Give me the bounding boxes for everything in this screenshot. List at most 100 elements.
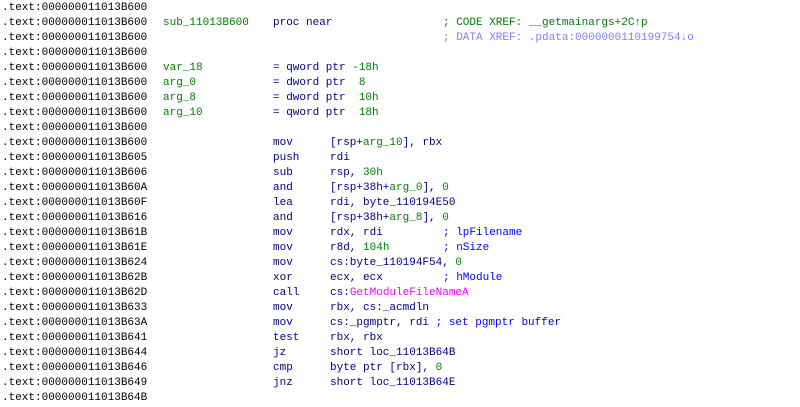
keyword-token: [rsp+38h+ bbox=[330, 212, 390, 224]
mnemonic: jz bbox=[273, 346, 286, 361]
address: .text:000000011013B633 bbox=[2, 302, 148, 314]
operands: rsp, 30h bbox=[330, 166, 383, 181]
mnemonic: mov bbox=[273, 256, 293, 271]
keyword-token: ecx, ecx bbox=[330, 272, 383, 284]
number-token: 18h bbox=[358, 107, 379, 119]
code-label[interactable]: sub_11013B600 bbox=[163, 17, 249, 29]
keyword-token: lea bbox=[273, 197, 293, 209]
address: .text:000000011013B600 bbox=[2, 32, 148, 44]
mnemonic: = qword ptr 18h bbox=[273, 106, 379, 121]
operands: ecx, ecx bbox=[330, 271, 383, 286]
keyword-token: r8d, bbox=[330, 242, 364, 254]
import-token[interactable]: GetModuleFileNameA bbox=[349, 287, 469, 299]
keyword-token[interactable]: short loc_11013B64E bbox=[330, 377, 456, 389]
address: .text:000000011013B649 bbox=[2, 377, 148, 389]
number-token: 30h bbox=[363, 167, 383, 179]
keyword-token: mov bbox=[273, 302, 293, 314]
keyword-token: = dword ptr bbox=[273, 77, 359, 89]
mnemonic: mov bbox=[273, 301, 293, 316]
keyword-token: = qword ptr bbox=[273, 62, 353, 74]
operands: rdi bbox=[330, 151, 350, 166]
number-token: 10h bbox=[358, 92, 379, 104]
var-token[interactable]: arg_8 bbox=[389, 212, 423, 224]
address: .text:000000011013B644 bbox=[2, 347, 148, 359]
mnemonic: and bbox=[273, 181, 293, 196]
keyword-token: proc near bbox=[273, 17, 333, 29]
comment-token: ; lpFilename bbox=[443, 227, 523, 239]
address: .text:000000011013B641 bbox=[2, 332, 148, 344]
keyword-token[interactable]: short loc_11013B64B bbox=[330, 347, 456, 359]
keyword-token: cs:_pgmptr, rdi bbox=[330, 317, 436, 329]
operands: cs:byte_110194F54, 0 bbox=[330, 256, 462, 271]
address: .text:000000011013B605 bbox=[2, 152, 148, 164]
address: .text:000000011013B624 bbox=[2, 257, 148, 269]
mnemonic: push bbox=[273, 151, 299, 166]
comment-token: ; nSize bbox=[443, 242, 490, 254]
keyword-token: [rsp+ bbox=[330, 137, 364, 149]
mnemonic: mov bbox=[273, 226, 293, 241]
operands: rdi, byte_110194E50 bbox=[330, 196, 455, 211]
var-token[interactable]: arg_0 bbox=[389, 182, 423, 194]
keyword-token: ], rbx bbox=[402, 137, 443, 149]
keyword-token: test bbox=[273, 332, 300, 344]
address: .text:000000011013B616 bbox=[2, 212, 148, 224]
keyword-token: and bbox=[273, 182, 293, 194]
mnemonic: mov bbox=[273, 241, 293, 256]
operands: byte ptr [rbx], 0 bbox=[330, 361, 442, 376]
keyword-token: [rsp+38h+ bbox=[330, 182, 390, 194]
code-label[interactable]: arg_0 bbox=[163, 77, 197, 89]
keyword-token: mov bbox=[273, 242, 293, 254]
address: .text:000000011013B64B bbox=[2, 392, 148, 404]
keyword-token: push bbox=[273, 152, 300, 164]
address: .text:000000011013B600 bbox=[2, 62, 148, 74]
keyword-token: mov bbox=[273, 137, 293, 149]
comment-token: ; hModule bbox=[443, 272, 503, 284]
operands: [rsp+38h+arg_0], 0 bbox=[330, 181, 449, 196]
keyword-token: ], bbox=[422, 182, 443, 194]
keyword-token: mov bbox=[273, 317, 293, 329]
mnemonic: mov bbox=[273, 316, 293, 331]
keyword-token: jnz bbox=[273, 377, 293, 389]
keyword-token: mov bbox=[273, 227, 293, 239]
keyword-token: cs:byte_110194F54, bbox=[330, 257, 456, 269]
keyword-token: rbx, rbx bbox=[330, 332, 383, 344]
operands: short loc_11013B64E bbox=[330, 376, 455, 391]
keyword-token: cmp bbox=[273, 362, 293, 374]
xref_code-token: ; CODE XREF: __getmainargs+2C↑p bbox=[443, 17, 648, 29]
mnemonic: mov bbox=[273, 136, 293, 151]
keyword-token: rdi bbox=[330, 152, 350, 164]
mnemonic: call bbox=[273, 286, 299, 301]
code-label[interactable]: var_18 bbox=[163, 62, 203, 74]
code-label[interactable]: arg_8 bbox=[163, 92, 197, 104]
comment: ; CODE XREF: __getmainargs+2C↑p bbox=[443, 16, 648, 31]
operands: cs:_pgmptr, rdi ; set pgmptr buffer bbox=[330, 316, 561, 331]
keyword-token: cs: bbox=[330, 287, 350, 299]
comment: ; hModule bbox=[443, 271, 502, 286]
mnemonic: and bbox=[273, 211, 293, 226]
address: .text:000000011013B600 bbox=[2, 77, 148, 89]
operands: [rsp+arg_10], rbx bbox=[330, 136, 442, 151]
mnemonic: = dword ptr 8 bbox=[273, 76, 365, 91]
keyword-token: rbx, cs:_acmdln bbox=[330, 302, 430, 314]
mnemonic: lea bbox=[273, 196, 293, 211]
address: .text:000000011013B61B bbox=[2, 227, 148, 239]
keyword-token: rsp, bbox=[330, 167, 364, 179]
address: .text:000000011013B600 bbox=[2, 137, 148, 149]
comment: ; lpFilename bbox=[443, 226, 522, 241]
address: .text:000000011013B600 bbox=[2, 107, 148, 119]
number-token: 8 bbox=[358, 77, 366, 89]
number-token: 0 bbox=[435, 362, 443, 374]
address: .text:000000011013B63A bbox=[2, 317, 148, 329]
operands: rdx, rdi bbox=[330, 226, 383, 241]
comment: ; DATA XREF: .pdata:0000000110199754↓o bbox=[443, 31, 694, 46]
number-token: 104h bbox=[363, 242, 390, 254]
xref_data-token: ; DATA XREF: .pdata:0000000110199754↓o bbox=[443, 32, 694, 44]
address: .text:000000011013B600 bbox=[2, 47, 148, 59]
mnemonic: sub bbox=[273, 166, 293, 181]
keyword-token: rdi, byte_110194E50 bbox=[330, 197, 456, 209]
number-token: -18h bbox=[352, 62, 379, 74]
code-label[interactable]: arg_10 bbox=[163, 107, 203, 119]
keyword-token: ], bbox=[422, 212, 443, 224]
var-token[interactable]: arg_10 bbox=[363, 137, 403, 149]
address: .text:000000011013B600 bbox=[2, 122, 148, 134]
